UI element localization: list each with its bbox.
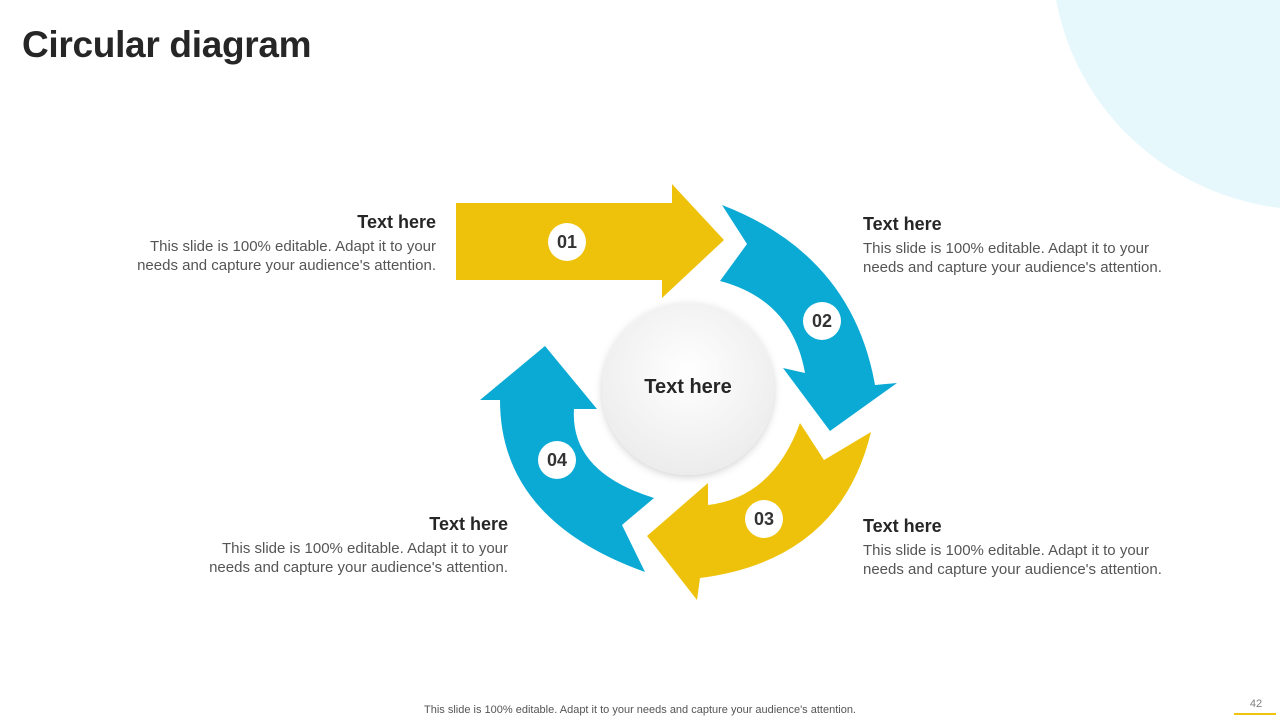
text-block-03: Text here This slide is 100% editable. A…	[863, 516, 1193, 579]
badge-circle-03	[745, 500, 783, 538]
slide-title: Circular diagram	[22, 24, 312, 65]
text-block-01: Text here This slide is 100% editable. A…	[106, 212, 436, 275]
step-number-03: 03	[753, 509, 775, 529]
step-heading-03: Text here	[863, 516, 942, 536]
step-body-01: This slide is 100% editable. Adapt it to…	[137, 238, 436, 274]
text-block-04: Text here This slide is 100% editable. A…	[178, 514, 508, 577]
footer-note: This slide is 100% editable. Adapt it to…	[424, 704, 856, 716]
step-heading-04: Text here	[429, 514, 508, 534]
text-block-02: Text here This slide is 100% editable. A…	[863, 214, 1193, 277]
step-heading-02: Text here	[863, 214, 942, 234]
page-number-underline	[1234, 713, 1276, 715]
badge-circle-04	[538, 441, 576, 479]
step-heading-01: Text here	[357, 212, 436, 232]
page-number: 42	[1249, 698, 1263, 710]
badge-circle-02	[803, 302, 841, 340]
step-body-04: This slide is 100% editable. Adapt it to…	[209, 540, 508, 576]
step-body-02: This slide is 100% editable. Adapt it to…	[863, 240, 1162, 276]
arrow-step-01	[456, 184, 724, 298]
step-number-04: 04	[546, 450, 568, 470]
center-label: Text here	[644, 376, 732, 398]
step-number-01: 01	[556, 232, 578, 252]
badge-circle-01	[548, 223, 586, 261]
step-number-02: 02	[811, 311, 833, 331]
center-circle	[602, 303, 774, 475]
step-body-03: This slide is 100% editable. Adapt it to…	[863, 542, 1162, 578]
